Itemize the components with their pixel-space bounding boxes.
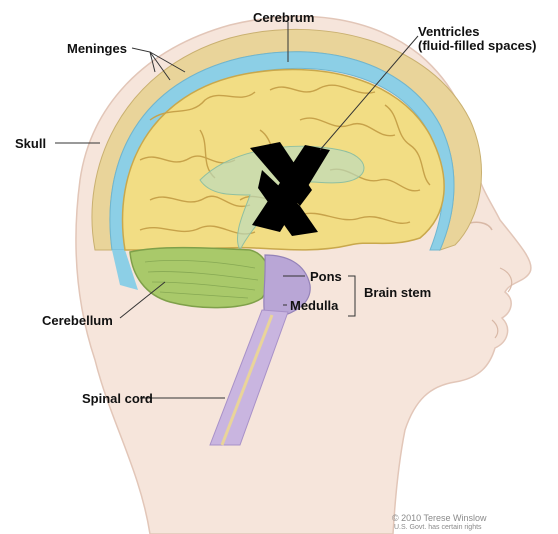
label-medulla: Medulla — [290, 298, 338, 313]
credit-copyright: © 2010 Terese Winslow — [392, 513, 487, 523]
label-ventricles-sub: (fluid-filled spaces) — [418, 38, 536, 53]
credit-rights: U.S. Govt. has certain rights — [394, 524, 482, 531]
label-cerebrum: Cerebrum — [253, 10, 314, 25]
label-skull: Skull — [15, 136, 46, 151]
label-pons: Pons — [310, 269, 342, 284]
label-spinal-cord: Spinal cord — [82, 391, 153, 406]
label-brain-stem: Brain stem — [364, 285, 431, 300]
label-meninges: Meninges — [67, 41, 127, 56]
label-cerebellum: Cerebellum — [42, 313, 113, 328]
label-ventricles: Ventricles — [418, 24, 479, 39]
